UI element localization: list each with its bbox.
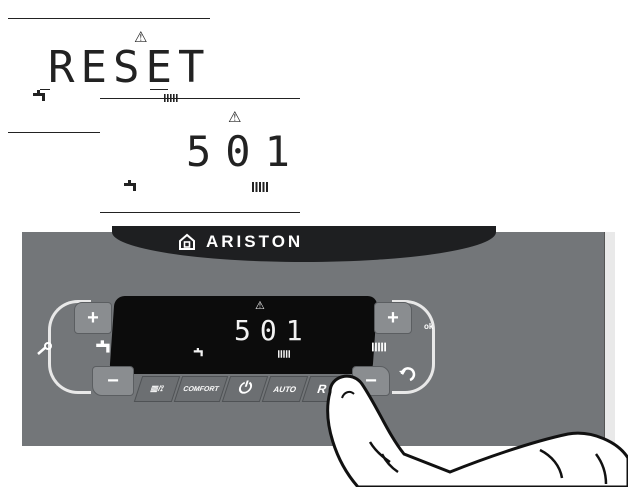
left-button-frame	[48, 300, 91, 394]
top-display-lower-line	[8, 132, 100, 133]
ok-label: ok	[424, 322, 434, 331]
back-arrow-icon	[399, 367, 416, 382]
lcd-tap-icon	[193, 348, 203, 357]
heating-plus-button[interactable]: +	[374, 302, 412, 334]
display-code-reset: RESET	[48, 42, 211, 93]
mid-display-upper-line	[100, 98, 300, 99]
brand-logo: ARISTON	[206, 232, 304, 251]
radiator-icon	[252, 182, 268, 192]
dhw-minus-button[interactable]: −	[92, 366, 134, 396]
lcd-radiator-icon	[278, 350, 290, 358]
segment-underline-right	[150, 89, 168, 90]
display-code-501: 501	[186, 127, 304, 176]
wrench-icon	[37, 342, 52, 355]
right-button-frame	[392, 300, 435, 394]
tap-icon	[124, 180, 136, 191]
dhw-tap-icon	[96, 340, 110, 353]
top-display-upper-line	[8, 18, 210, 19]
segment-underline-left	[40, 89, 50, 90]
mid-display-lower-line	[100, 212, 300, 213]
panel-right-edge	[604, 232, 615, 446]
heating-radiator-icon	[372, 342, 386, 352]
house-logo-icon	[179, 233, 195, 250]
lcd-code: 501	[234, 314, 312, 347]
warning-icon: ⚠	[134, 28, 148, 46]
warning-icon: ⚠	[228, 108, 242, 126]
lcd-warning-icon: ⚠	[255, 299, 265, 312]
comfort-button[interactable]: COMFORT	[173, 376, 229, 402]
tap-icon	[33, 90, 45, 101]
dhw-plus-button[interactable]: +	[74, 302, 112, 334]
finger-hand-illustration	[326, 374, 628, 487]
